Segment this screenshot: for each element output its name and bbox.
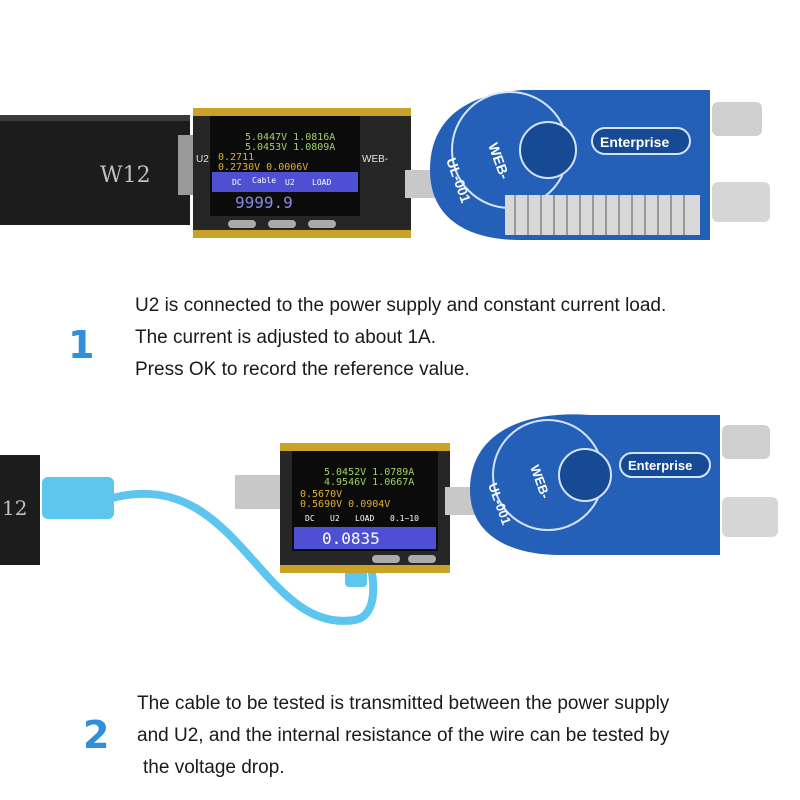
lcd-big-value: 0.0835 (322, 529, 380, 548)
lcd-tab-bar (212, 172, 358, 192)
power-supply-label: 12 (2, 496, 27, 520)
lcd-line-3: 0.5670V (300, 489, 342, 500)
step-line: and U2, and the internal resistance of t… (137, 725, 670, 746)
lcd-line-2: 5.0453V 1.0809A (245, 142, 335, 153)
usb-c-port (408, 555, 436, 563)
meter-u2-label: U2 (196, 154, 209, 165)
step-1: 1 U2 is connected to the power supply an… (0, 290, 800, 390)
lcd-tab-dc: DC (305, 514, 315, 523)
step-line: Press OK to record the reference value. (135, 359, 470, 380)
power-supply-label: W12 (100, 163, 151, 188)
usb-a-plug (235, 475, 285, 509)
lcd-tab-load: LOAD (312, 178, 331, 187)
usb-plug-cable (42, 477, 114, 519)
power-supply-body (0, 455, 40, 565)
lcd-tab-u2: U2 (330, 514, 340, 523)
lcd-line-4: 0.2730V 0.0006V (218, 162, 308, 173)
lcd-line-3: 0.2711 (218, 152, 254, 163)
step-2: 2 The cable to be tested is transmitted … (0, 688, 800, 788)
step-line: The current is adjusted to about 1A. (135, 327, 437, 348)
lcd-tab-dc: DC (232, 178, 242, 187)
heat-sink (505, 195, 700, 235)
meter-web-label: WEB- (362, 154, 388, 165)
lcd-line-2: 4.9546V 1.0667A (324, 477, 414, 488)
step-description: The cable to be tested is transmitted be… (137, 688, 669, 784)
lcd-tab-range: 0.1~10 (390, 514, 419, 523)
step-description: U2 is connected to the power supply and … (135, 290, 666, 386)
lcd-big-value: 9999.9 (235, 193, 293, 212)
power-supply-body (0, 115, 190, 225)
usb-c-port (228, 220, 256, 228)
lcd-screen (210, 116, 360, 216)
load-brand: Enterprise (628, 458, 692, 473)
step-number: 1 (68, 323, 95, 367)
knob (712, 182, 770, 222)
step-line: the voltage drop. (143, 757, 285, 778)
lcd-tab-cable: Cable (252, 176, 276, 185)
step-number: 2 (83, 713, 110, 757)
test-cable (111, 489, 378, 625)
lcd-value-bar (294, 527, 436, 549)
lcd-line-1: 5.0447V 1.0816A (245, 132, 335, 143)
usb-c-port (372, 555, 400, 563)
knob (722, 425, 770, 459)
knob (712, 102, 762, 136)
step-line: The cable to be tested is transmitted be… (137, 693, 670, 714)
lcd-line-1: 5.0452V 1.0789A (324, 467, 414, 478)
usb-c-port (268, 220, 296, 228)
lcd-line-4: 0.5690V 0.0904V (300, 499, 390, 510)
lcd-tab-u2: U2 (285, 178, 295, 187)
load-brand: Enterprise (600, 134, 669, 150)
knob (722, 497, 778, 537)
usb-c-port (308, 220, 336, 228)
lcd-tab-load: LOAD (355, 514, 374, 523)
photo-cable-test: 12 5.0452V 1.0789A 4.9546V 1.0667A 0.567… (0, 405, 800, 660)
usb-a-plug (445, 487, 475, 515)
photo-setup-reference: W12 U2 WEB- 5.0447V 1.0816A 5.0453V 1.08… (0, 90, 800, 250)
usb-a-plug (405, 170, 435, 198)
step-line: U2 is connected to the power supply and … (135, 295, 667, 316)
